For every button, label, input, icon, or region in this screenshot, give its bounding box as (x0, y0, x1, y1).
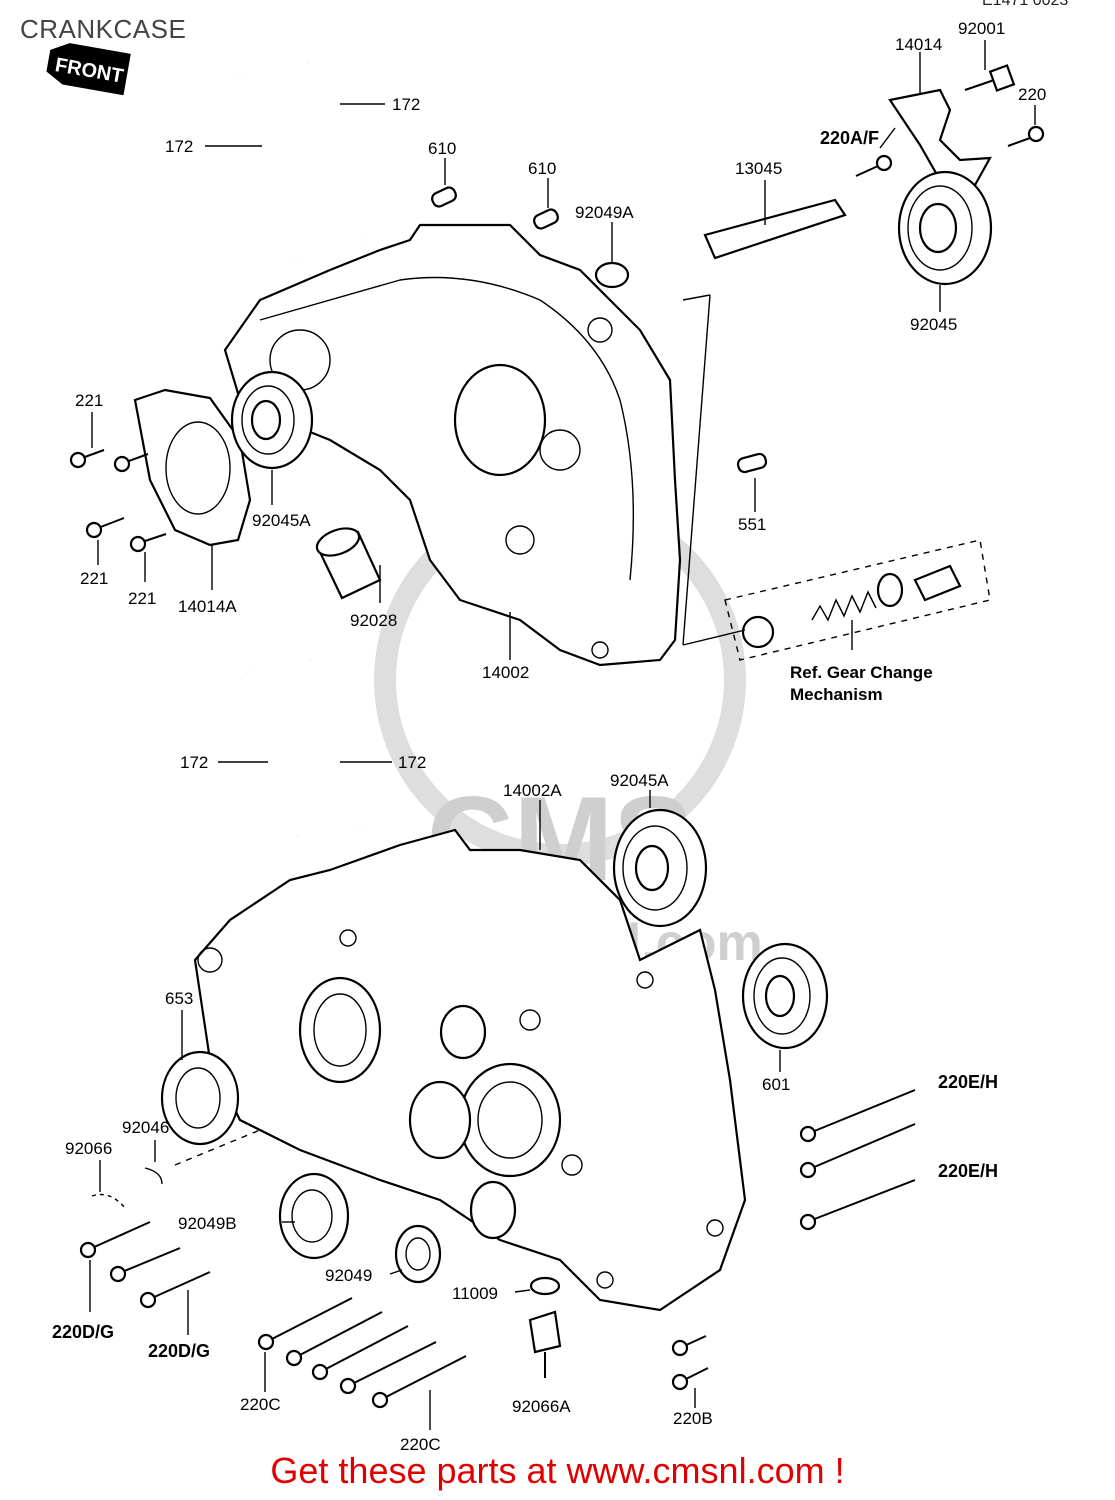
label-172-a: 172 (165, 137, 193, 156)
pin-551 (736, 452, 768, 474)
label-172-b: 172 (392, 95, 420, 114)
stud-172-upper-left (236, 76, 300, 260)
label-92001: 92001 (958, 19, 1005, 38)
gear-change-detent-assembly (724, 539, 991, 661)
oil-seal-92049A (594, 261, 630, 289)
label-92028: 92028 (350, 611, 397, 630)
label-653: 653 (165, 989, 193, 1008)
label-221-c: 221 (128, 589, 156, 608)
oil-seal-92049B (278, 1172, 350, 1260)
bolt-220C-e (371, 1355, 467, 1409)
bolt-220EH-a (799, 1089, 916, 1143)
oil-seal-92049 (394, 1224, 442, 1284)
label-13045: 13045 (735, 159, 782, 178)
bolt-220C-d (339, 1341, 437, 1395)
bolt-220DG-a (79, 1221, 151, 1259)
washer-11009 (529, 1276, 561, 1296)
label-14002: 14002 (482, 663, 529, 682)
stud-172-upper-right (304, 60, 368, 242)
screw-221-c (85, 517, 125, 539)
bolt-220DG-b (109, 1247, 181, 1283)
bolt-220EH-c (799, 1179, 916, 1231)
label-220: 220 (1018, 85, 1046, 104)
crankcase-upper-14002 (223, 223, 682, 667)
screw-220 (1007, 125, 1045, 147)
label-221-b: 221 (80, 569, 108, 588)
circlip-92046 (144, 1167, 163, 1185)
screw-221-d (129, 533, 167, 553)
screw-221-b (113, 453, 149, 473)
front-arrow-icon: FRONT (46, 43, 131, 96)
bolt-220EH-b (799, 1123, 916, 1179)
screw-220B-b (671, 1367, 709, 1391)
label-14014: 14014 (895, 35, 942, 54)
bearing-601 (741, 942, 829, 1050)
label-220DG-a: 220D/G (52, 1322, 114, 1342)
dowel-pin-610-a (431, 186, 457, 208)
bolt-220C-a (257, 1297, 353, 1351)
screw-220AF (855, 154, 893, 177)
bolt-220DG-c (139, 1271, 211, 1309)
bearing-92045A-upper (230, 370, 314, 470)
label-221-a: 221 (75, 391, 103, 410)
label-92066A: 92066A (512, 1397, 571, 1416)
label-220AF: 220A/F (820, 128, 879, 148)
label-220C-b: 220C (400, 1435, 441, 1454)
label-92049A: 92049A (575, 203, 634, 222)
label-220EH-b: 220E/H (938, 1161, 998, 1181)
footer-link-text[interactable]: Get these parts at www.cmsnl.com ! (270, 1450, 845, 1491)
label-220C-a: 220C (240, 1395, 281, 1414)
label-92046: 92046 (122, 1118, 169, 1137)
stud-172-lower-left (244, 670, 302, 838)
label-172-c: 172 (180, 753, 208, 772)
label-220B: 220B (673, 1409, 713, 1428)
label-220EH-a: 220E/H (938, 1072, 998, 1092)
collar-92028 (315, 527, 382, 600)
bracket-14014 (888, 88, 992, 187)
label-610-b: 610 (528, 159, 556, 178)
cover-14014A (133, 388, 252, 547)
label-92049: 92049 (325, 1266, 372, 1285)
label-601: 601 (762, 1075, 790, 1094)
label-172-d: 172 (398, 753, 426, 772)
stud-172-lower-right (306, 659, 364, 831)
label-92045: 92045 (910, 315, 957, 334)
drain-plug-92066A (528, 1310, 562, 1378)
bolt-92001 (964, 64, 1016, 92)
label-92049B: 92049B (178, 1214, 237, 1233)
label-220DG-b: 220D/G (148, 1341, 210, 1361)
label-92045A-a: 92045A (252, 511, 311, 530)
label-92066: 92066 (65, 1139, 112, 1158)
page-title: CRANKCASE (20, 14, 187, 44)
label-610-a: 610 (428, 139, 456, 158)
label-14002A: 14002A (503, 781, 562, 800)
crankcase-lower-14002A (193, 828, 747, 1312)
bearing-92045 (897, 170, 993, 286)
ref-note-line2: Mechanism (790, 685, 883, 704)
label-551: 551 (738, 515, 766, 534)
label-92045A-b: 92045A (610, 771, 669, 790)
label-11009: 11009 (452, 1284, 498, 1303)
bolt-220C-c (311, 1325, 409, 1381)
dowel-pin-610-b (533, 208, 559, 230)
label-14014A: 14014A (178, 597, 237, 616)
screw-221-a (69, 449, 105, 469)
spring-92066 (91, 1193, 126, 1209)
chain-guide-13045 (703, 198, 847, 260)
screw-220B-a (671, 1335, 707, 1357)
ref-note-line1: Ref. Gear Change (790, 663, 933, 682)
oil-seal-653 (160, 1050, 240, 1146)
diagram-code: E1471 0023 (982, 0, 1069, 9)
bearing-92045A-lower (612, 808, 708, 928)
bolt-220C-b (285, 1311, 383, 1367)
